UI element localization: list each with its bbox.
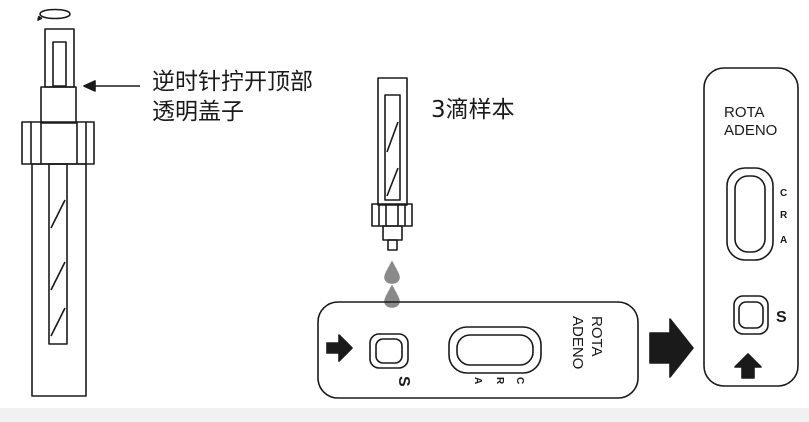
cassette-v-brand-rota: ROTA [724, 104, 765, 121]
sample-well [369, 333, 409, 369]
arrow-up-icon [734, 353, 762, 379]
dropper-tube [371, 77, 413, 251]
window-v-label-a: A [780, 235, 787, 246]
test-cassette-horizontal [317, 301, 639, 399]
cassette-brand-rota: ROTA [588, 316, 605, 357]
sample-drop-icon [384, 285, 400, 308]
sample-tube [21, 8, 95, 397]
cassette-v-brand-adeno: ADENO [724, 122, 777, 139]
tube-collar [21, 121, 95, 165]
arrow-right-large-icon [649, 318, 694, 378]
sample-v-label-s: S [776, 309, 787, 326]
tube-neck [40, 86, 77, 124]
sample-drop-icon [384, 261, 400, 284]
window-v-label-r: R [780, 210, 788, 221]
sample-well-vertical [733, 295, 769, 335]
window-label-a: A [472, 377, 483, 384]
swab-stick [48, 163, 68, 345]
step1-caption-line2: 透明盖子 [152, 99, 244, 125]
pointer-arrow-icon [83, 80, 140, 92]
arrow-right-icon [326, 334, 353, 362]
test-cassette-vertical [703, 67, 799, 387]
sample-label-s: S [395, 376, 412, 387]
tube-body [31, 163, 87, 397]
step1-caption-line1: 逆时针拧开顶部 [152, 69, 313, 95]
rotate-counterclockwise-icon [39, 8, 71, 20]
step2-caption: 3滴样本 [431, 97, 515, 123]
cassette-brand-adeno: ADENO [569, 316, 586, 369]
transparent-cap [44, 28, 75, 88]
window-v-label-c: C [780, 188, 787, 199]
window-label-r: R [494, 377, 505, 385]
result-window-vertical [726, 167, 774, 261]
result-window [448, 326, 542, 374]
window-label-c: C [514, 377, 525, 384]
footer-strip [0, 408, 809, 422]
